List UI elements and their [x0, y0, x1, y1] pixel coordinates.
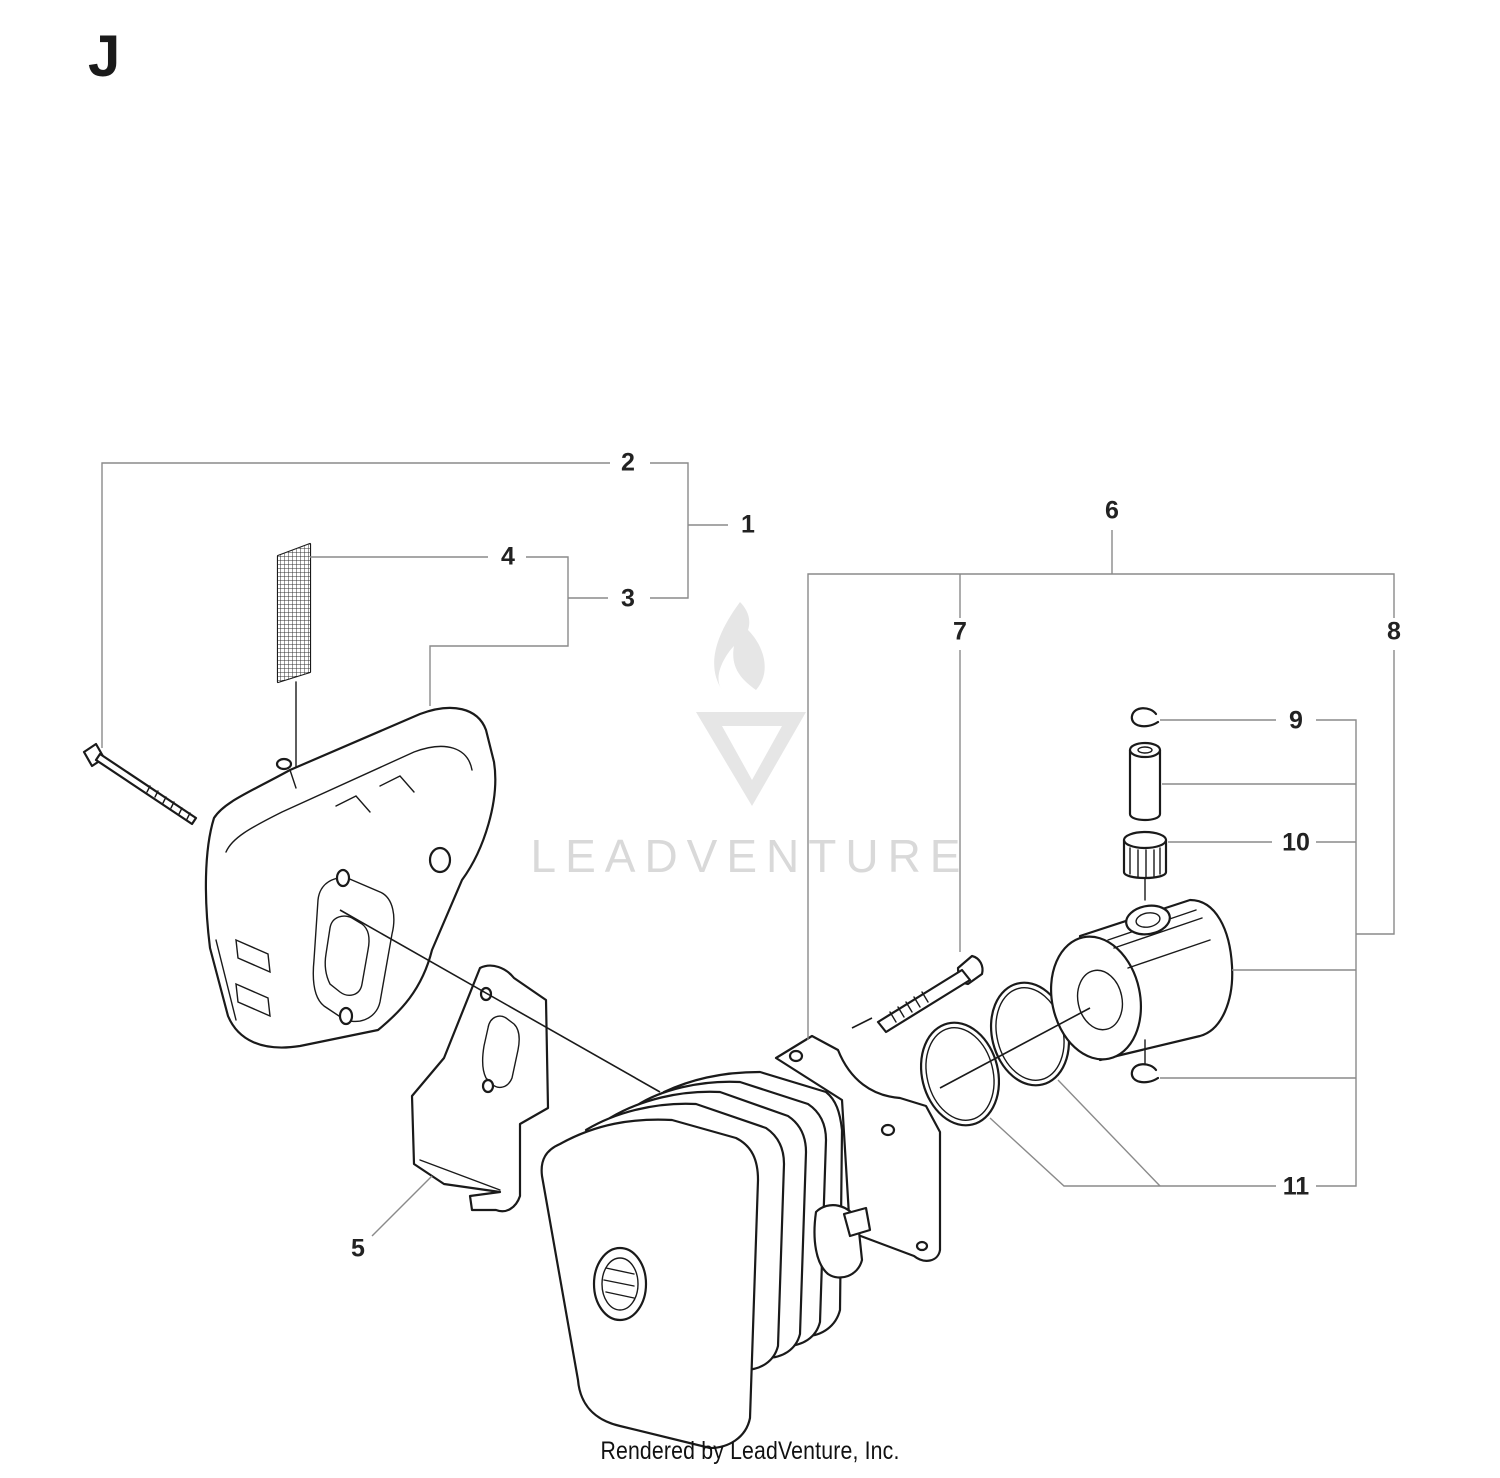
callout-8: 8: [1387, 618, 1401, 646]
callout-9: 9: [1289, 707, 1303, 735]
callout-3: 3: [621, 585, 635, 613]
callout-10: 10: [1282, 829, 1310, 857]
cylinder: [540, 1034, 942, 1450]
callout-5: 5: [351, 1235, 365, 1263]
piston-pin-set: [1122, 707, 1168, 1084]
leader-lines: [101, 462, 1395, 1237]
watermark-text: LEADVENTURE: [531, 830, 970, 882]
muffler-gasket: [410, 964, 550, 1213]
footer-credit: Rendered by LeadVenture, Inc.: [600, 1437, 900, 1465]
callout-1: 1: [741, 511, 755, 539]
callout-7: 7: [953, 618, 967, 646]
muffler-screw: [82, 742, 198, 826]
callout-11: 11: [1283, 1173, 1310, 1201]
callout-2: 2: [621, 449, 635, 477]
flame-logo-icon: [696, 602, 806, 806]
cylinder-screw: [876, 954, 984, 1034]
callouts: 1 2 3 4 5 6 7 8 9 10 11: [351, 449, 1401, 1263]
callout-4: 4: [501, 543, 515, 571]
callout-6: 6: [1105, 497, 1119, 525]
piston-rings: [919, 981, 1071, 1127]
piston: [1049, 898, 1234, 1062]
assembly-axes: [339, 909, 1091, 1093]
muffler: [204, 706, 497, 1049]
watermark: LEADVENTURE: [531, 602, 970, 882]
sheet-letter: J: [88, 24, 121, 89]
